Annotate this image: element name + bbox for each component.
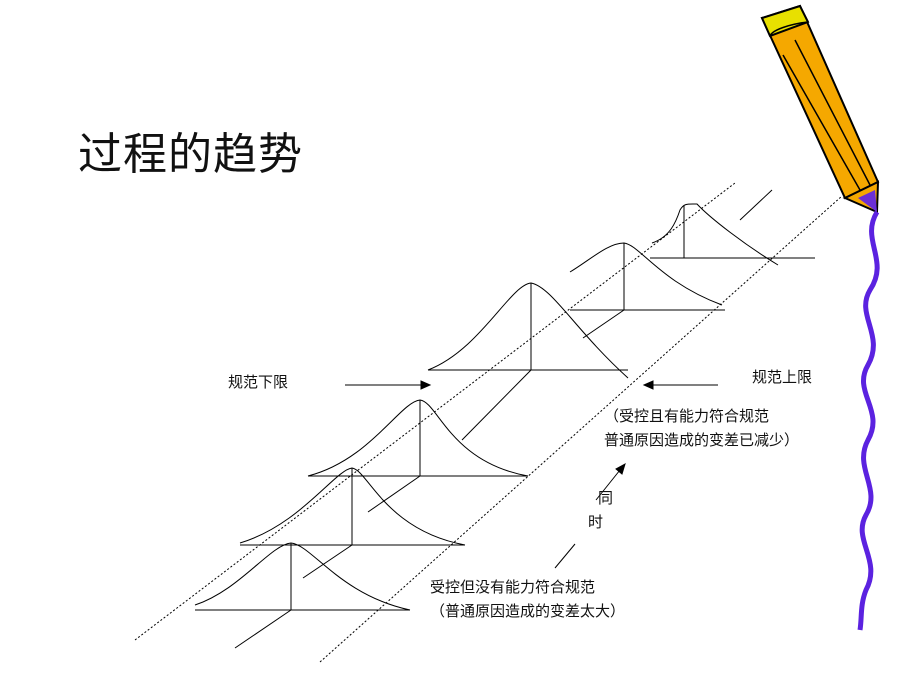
distribution-3: [307, 399, 529, 513]
distribution-5: [569, 242, 725, 339]
page-title: 过程的趋势: [78, 129, 303, 180]
upper-spec-line: [319, 195, 843, 663]
top-note-line-2: 普通原因造成的变差已减少）: [604, 431, 800, 449]
bottom-note-line-1: 受控但没有能力符合规范: [430, 578, 596, 596]
distribution-6: [650, 189, 815, 266]
top-note-line-1: （受控且有能力符合规范: [604, 407, 770, 425]
upper-spec-arrow: [642, 380, 718, 390]
time-label-1: 同: [598, 489, 614, 507]
distribution-1: [194, 542, 411, 649]
squiggle-decoration: [857, 210, 880, 631]
lower-spec-arrow: [345, 380, 432, 390]
lower-spec-line: [134, 182, 736, 641]
pencil-icon: [760, 4, 880, 214]
distribution-4: [427, 282, 629, 441]
time-arrow: [554, 462, 626, 569]
time-label-2: 时: [588, 513, 604, 531]
distribution-2: [239, 467, 466, 579]
lower-spec-label: 规范下限: [228, 373, 289, 391]
upper-spec-label: 规范上限: [752, 368, 813, 386]
bottom-note-line-2: （普通原因造成的变差太大）: [430, 602, 626, 620]
